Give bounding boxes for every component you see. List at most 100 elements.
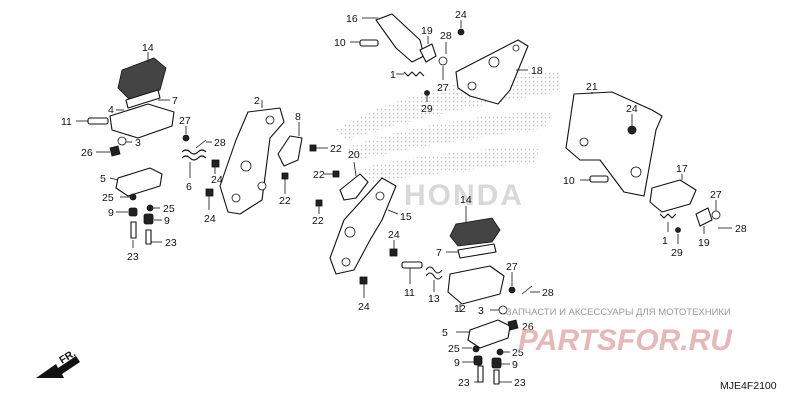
callout-9-center-a: 9 (454, 357, 460, 369)
main-step-bracket-2 (219, 100, 285, 215)
callout-25-center-a: 25 (448, 343, 460, 355)
callout-9-left-a: 9 (108, 207, 114, 219)
collar-25-left-b (146, 204, 154, 212)
callout-5-center: 5 (442, 327, 448, 339)
callout-14-center: 14 (460, 194, 472, 206)
callout-14-left: 14 (142, 42, 154, 54)
step-bracket-15 (329, 177, 397, 275)
callout-5-left: 5 (100, 173, 106, 185)
callout-27-right: 27 (710, 189, 722, 201)
callout-18: 18 (531, 65, 543, 77)
callout-26-left: 26 (81, 147, 93, 159)
right-passenger-assembly (565, 91, 732, 244)
washer-3-left (117, 136, 127, 146)
guard-19-right (695, 207, 713, 227)
spring-13-center (425, 266, 443, 280)
washer-29-right (675, 227, 681, 233)
callout-23-center-a: 23 (458, 377, 470, 389)
callout-17: 17 (676, 163, 688, 175)
bolt-23-left-a (130, 221, 137, 239)
callout-22-d: 22 (313, 169, 325, 181)
footpeg-17-right (649, 179, 697, 213)
callout-29-right: 29 (671, 247, 683, 259)
watermark-logo: PARTSFOR.RU (518, 324, 733, 357)
footpeg-16-top (375, 13, 425, 63)
callout-22-b: 22 (330, 143, 342, 155)
top-center-passenger-peg (350, 13, 529, 105)
damper-9-left-b (143, 213, 154, 225)
callout-19-right: 19 (698, 237, 710, 249)
callout-24-b: 24 (204, 213, 216, 225)
bracket-5-center (467, 319, 511, 349)
callout-29-top: 29 (421, 103, 433, 115)
callout-22-a: 22 (279, 195, 291, 207)
callout-23-center-b: 23 (514, 377, 526, 389)
callout-22-c: 22 (312, 215, 324, 227)
washer-29-top (424, 90, 430, 96)
damper-9-center-a (473, 355, 483, 366)
callout-16: 16 (346, 13, 358, 25)
bolt-24-c (389, 248, 398, 257)
callout-20: 20 (348, 149, 360, 161)
callout-24-c: 24 (388, 229, 400, 241)
honda-watermark-text: HONDA (404, 179, 524, 212)
collar-25-left-a (129, 193, 137, 201)
callout-24-right: 24 (626, 103, 638, 115)
callout-24-d: 24 (358, 301, 370, 313)
callout-28-center: 28 (542, 287, 554, 299)
callout-24-top: 24 (455, 9, 467, 21)
callout-11-center: 11 (404, 287, 415, 299)
callout-24-a: 24 (211, 174, 223, 186)
callout-10-right: 10 (563, 175, 575, 187)
callout-19-top: 19 (421, 25, 433, 37)
callout-labels: 14 7 4 11 3 26 27 28 6 5 25 9 25 9 23 23… (61, 9, 747, 389)
callout-25-center-b: 25 (512, 347, 524, 359)
callout-9-left-b: 9 (164, 215, 170, 227)
callout-23-left-a: 23 (127, 251, 139, 263)
front-direction-arrow: FR. (36, 347, 80, 378)
callout-23-left-b: 23 (165, 237, 177, 249)
bolt-23-left-b (145, 229, 152, 245)
center-footpeg-assembly (401, 206, 540, 385)
collar-25-center-a (472, 345, 480, 353)
callout-27-top: 27 (437, 82, 449, 94)
bolt-23-center-a (477, 365, 484, 383)
plug-27-left (182, 134, 190, 142)
pin-11-left (87, 117, 109, 125)
callout-10-top: 10 (334, 37, 346, 49)
callout-28-right: 28 (735, 223, 747, 235)
callout-12: 12 (454, 303, 466, 315)
callout-8: 8 (295, 111, 301, 123)
damper-9-center-b (491, 357, 502, 369)
pin-10-top (359, 39, 379, 47)
callout-27-left: 27 (179, 115, 191, 127)
callout-25-left-b: 25 (163, 203, 175, 215)
callout-9-center-b: 9 (512, 359, 518, 371)
cotter-pin-28-center (521, 285, 533, 295)
callout-15: 15 (400, 211, 412, 223)
callout-6-left: 6 (186, 181, 192, 193)
bolt-22-a (281, 172, 289, 180)
spring-1-right (659, 213, 677, 219)
bolt-24-right (627, 125, 637, 135)
guard-8 (277, 135, 303, 167)
pin-10-right (589, 175, 609, 183)
bolt-24-a (211, 159, 220, 168)
callout-2: 2 (254, 95, 260, 107)
callout-27-center: 27 (506, 261, 518, 273)
bolt-22-b (309, 144, 317, 152)
footpeg-4-left (109, 103, 175, 139)
rubber-plate-7-left (125, 89, 161, 109)
diagram-code: MJE4F2100 (720, 380, 777, 392)
bolt-22-c (315, 199, 323, 207)
callout-26-center: 26 (522, 321, 534, 333)
callout-28-top: 28 (440, 30, 452, 42)
bolt-24-top (457, 28, 465, 36)
callout-3-center: 3 (478, 305, 484, 317)
cotter-pin-28-left (195, 139, 207, 149)
nut-26-left (109, 145, 121, 157)
left-footpeg-assembly (76, 52, 212, 248)
callout-1-top: 1 (390, 69, 396, 81)
callout-4-left: 4 (108, 104, 114, 116)
nut-26-center (507, 319, 519, 331)
